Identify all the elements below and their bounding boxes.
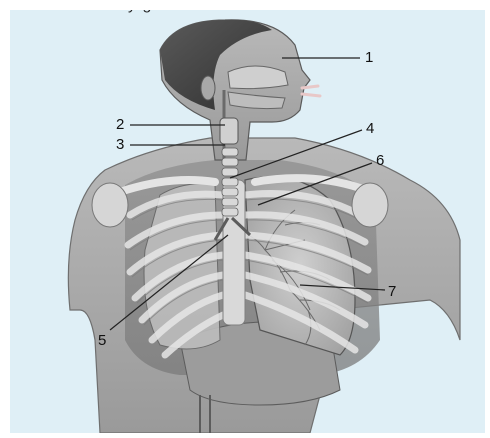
anatomy-illustration xyxy=(10,10,485,433)
label-3: 3 xyxy=(116,136,124,153)
label-1: 1 xyxy=(365,49,373,66)
illustration-panel: y g xyxy=(10,10,485,433)
label-5: 5 xyxy=(98,332,106,349)
label-2: 2 xyxy=(116,116,124,133)
label-4: 4 xyxy=(366,120,374,137)
label-7: 7 xyxy=(388,283,396,300)
label-6: 6 xyxy=(376,152,384,169)
